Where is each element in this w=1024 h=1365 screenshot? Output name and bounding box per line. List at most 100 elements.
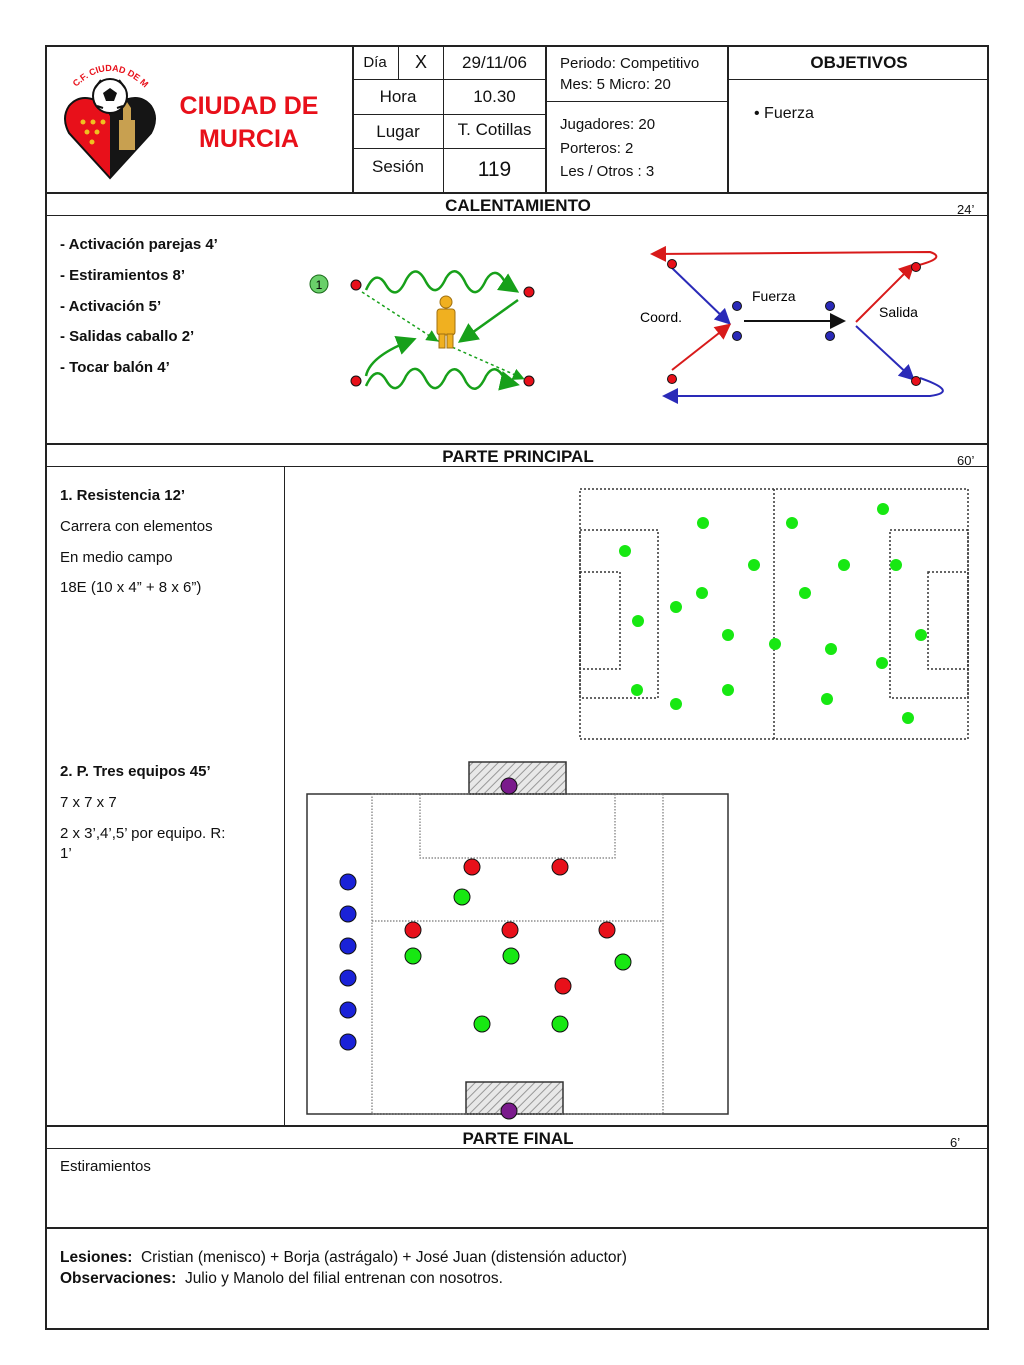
pitch-diagram-resistencia [579, 488, 969, 740]
cone [667, 259, 677, 269]
lugar-value: T. Cotillas [457, 119, 532, 139]
warmup-item: - Salidas caballo 2’ [60, 328, 195, 345]
cone [667, 374, 677, 384]
player-red [463, 858, 481, 876]
cone [732, 331, 742, 341]
player [876, 657, 888, 669]
divider [727, 79, 989, 80]
player-green [473, 1015, 491, 1033]
objetivo-item: • Fuerza [754, 105, 814, 122]
final-text: Estiramientos [60, 1158, 151, 1175]
player [821, 693, 833, 705]
player [631, 684, 643, 696]
cone [350, 279, 362, 291]
date-value: 29/11/06 [462, 52, 527, 72]
player-red [554, 977, 572, 995]
player-green [453, 888, 471, 906]
player-green [502, 947, 520, 965]
player-marker [309, 274, 329, 294]
pitch-diagram-tres-equipos [306, 761, 729, 1120]
players-group [619, 503, 927, 724]
periodo: Periodo: Competitivo [560, 55, 700, 72]
player [825, 643, 837, 655]
warmup-item: - Estiramientos 8’ [60, 267, 186, 284]
final-title: PARTE FINAL [462, 1129, 574, 1148]
calentamiento-title: CALENTAMIENTO [445, 196, 591, 215]
player-figure [436, 295, 456, 349]
club-name-line1: CIUDAD DE [179, 92, 319, 120]
cone [825, 301, 835, 311]
player-blue [339, 969, 357, 987]
player [696, 587, 708, 599]
divider [284, 466, 285, 1126]
jugadores: Jugadores: 20 [560, 116, 656, 133]
cone [911, 376, 921, 386]
final-duration: 6’ [950, 1135, 961, 1150]
player-blue [339, 937, 357, 955]
label-salida: Salida [879, 304, 918, 320]
player-blue [339, 905, 357, 923]
divider [45, 1148, 989, 1149]
player-green [614, 953, 632, 971]
porteros: Porteros: 2 [560, 140, 634, 157]
player [902, 712, 914, 724]
objetivo-item-label: Fuerza [764, 105, 814, 122]
cone [350, 375, 362, 387]
player [890, 559, 902, 571]
player [697, 517, 709, 529]
observaciones-row: Observaciones: Julio y Manolo del filial… [60, 1270, 503, 1288]
player-red [598, 921, 616, 939]
club-logo: C.F. CIUDAD DE MURCIA [52, 50, 165, 186]
lugar-label: Lugar [376, 121, 420, 141]
divider [45, 466, 989, 467]
lesiones-label: Lesiones: [60, 1249, 133, 1266]
sesion-label: Sesión [372, 156, 424, 176]
player [786, 517, 798, 529]
player [838, 559, 850, 571]
observaciones-text: Julio y Manolo del filial entrenan con n… [184, 1270, 503, 1287]
objetivos-title: OBJETIVOS [810, 53, 908, 72]
warmup-diagram-pairs: 1 [309, 270, 535, 391]
divider [352, 79, 545, 80]
warmup-item: - Activación 5’ [60, 298, 162, 315]
divider [45, 1125, 989, 1127]
exercise1-line: Carrera con elementos [60, 518, 213, 535]
hora-value: 10.30 [473, 87, 516, 106]
lesiones-row: Lesiones: Cristian (menisco) + Borja (as… [60, 1249, 627, 1267]
exercise2-line: 7 x 7 x 7 [60, 794, 117, 811]
lesiones-text: Cristian (menisco) + Borja (astrágalo) +… [140, 1249, 627, 1266]
divider [352, 114, 545, 115]
label-fuerza: Fuerza [752, 288, 796, 304]
player [670, 698, 682, 710]
principal-duration: 60’ [957, 453, 975, 468]
cone [825, 331, 835, 341]
divider [45, 192, 989, 194]
divider [45, 1227, 989, 1229]
cone [523, 286, 535, 298]
player-blue [339, 1001, 357, 1019]
exercise1-line: 18E (10 x 4” + 8 x 6”) [60, 579, 202, 596]
club-name-line2: MURCIA [199, 125, 299, 153]
goalkeeper [500, 777, 518, 795]
player-blue [339, 873, 357, 891]
player-red [551, 858, 569, 876]
goalkeeper [500, 1102, 518, 1120]
dia-value: X [414, 52, 427, 72]
warmup-diagram-circuit: Coord. Fuerza Salida [640, 245, 944, 404]
divider [727, 45, 729, 193]
player [670, 601, 682, 613]
exercise1-title: 1. Resistencia 12’ [60, 487, 186, 504]
calentamiento-duration: 24’ [957, 202, 975, 217]
player-blue [339, 1033, 357, 1051]
dia-label: Día [363, 54, 387, 71]
cone [523, 375, 535, 387]
player [915, 629, 927, 641]
sheet-frame [45, 45, 989, 1330]
cone [911, 262, 921, 272]
player [632, 615, 644, 627]
exercise2-title: 2. P. Tres equipos 45’ [60, 763, 211, 780]
player-green [404, 947, 422, 965]
divider [45, 443, 989, 445]
warmup-item: - Tocar balón 4’ [60, 359, 170, 376]
exercise2-line: 2 x 3’,4’,5’ por equipo. R: [60, 825, 226, 842]
